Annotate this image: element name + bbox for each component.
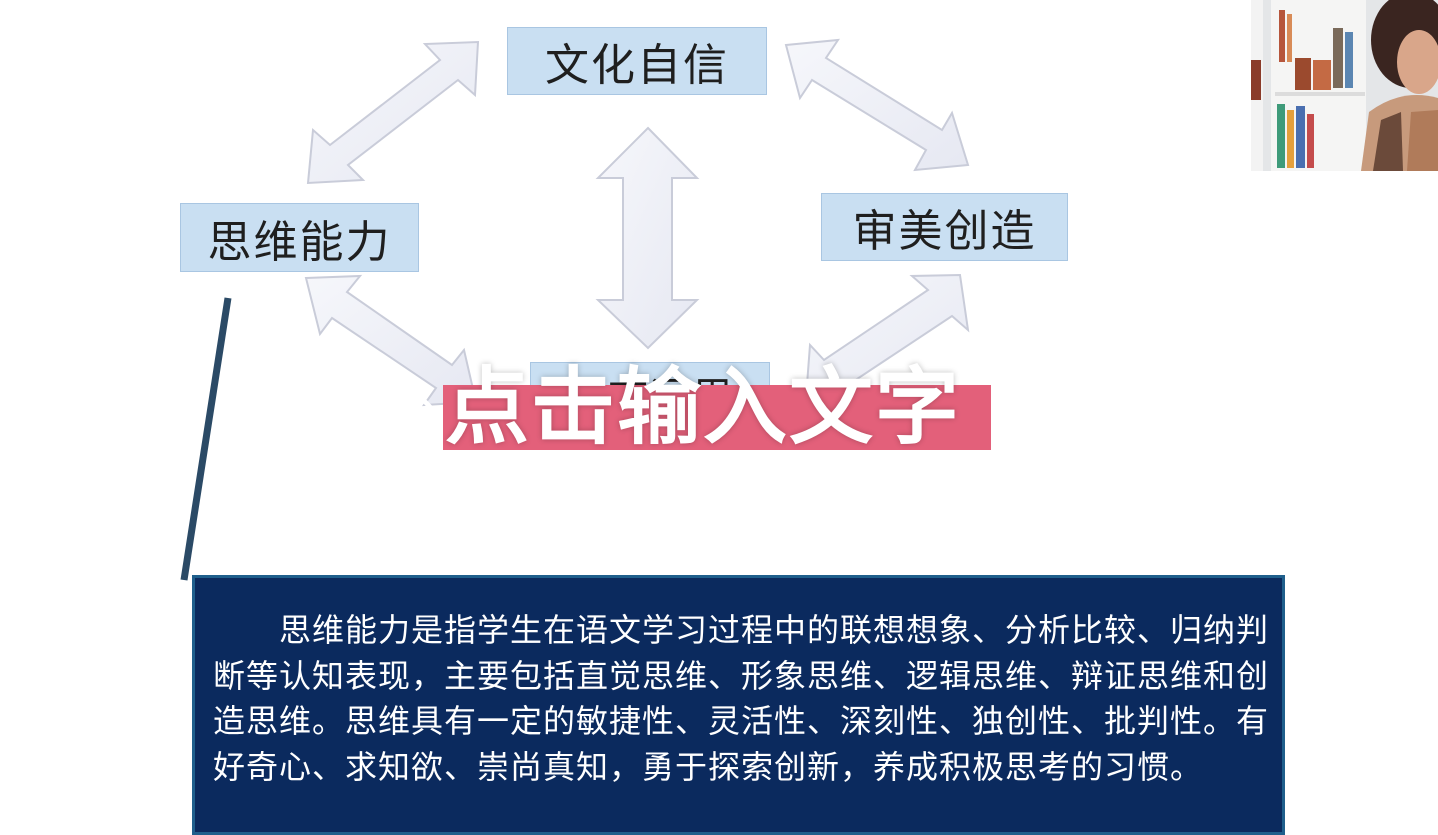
click-to-input-text[interactable]: 点击输入文字 xyxy=(445,358,962,456)
text-input-overlay[interactable] xyxy=(443,385,991,450)
node-aesthetic-creation: 审美创造 xyxy=(821,193,1068,261)
overlay-mark: 、 xyxy=(418,370,458,416)
connector-line xyxy=(180,297,232,581)
webcam-inset xyxy=(1251,0,1438,171)
description-panel: 思维能力是指学生在语文学习过程中的联想想象、分析比较、归纳判断等认知表现，主要包… xyxy=(192,575,1285,835)
panel-body-text: 思维能力是指学生在语文学习过程中的联想想象、分析比较、归纳判断等认知表现，主要包… xyxy=(213,611,1270,786)
double-arrow-top-left xyxy=(306,40,480,185)
node-thinking-ability: 思维能力 xyxy=(180,203,419,272)
node-cultural-confidence: 文化自信 xyxy=(507,27,767,95)
relationship-diagram xyxy=(180,38,970,581)
webcam-image xyxy=(1251,0,1438,171)
double-arrow-vertical xyxy=(595,126,700,350)
double-arrow-top-right xyxy=(784,38,970,172)
